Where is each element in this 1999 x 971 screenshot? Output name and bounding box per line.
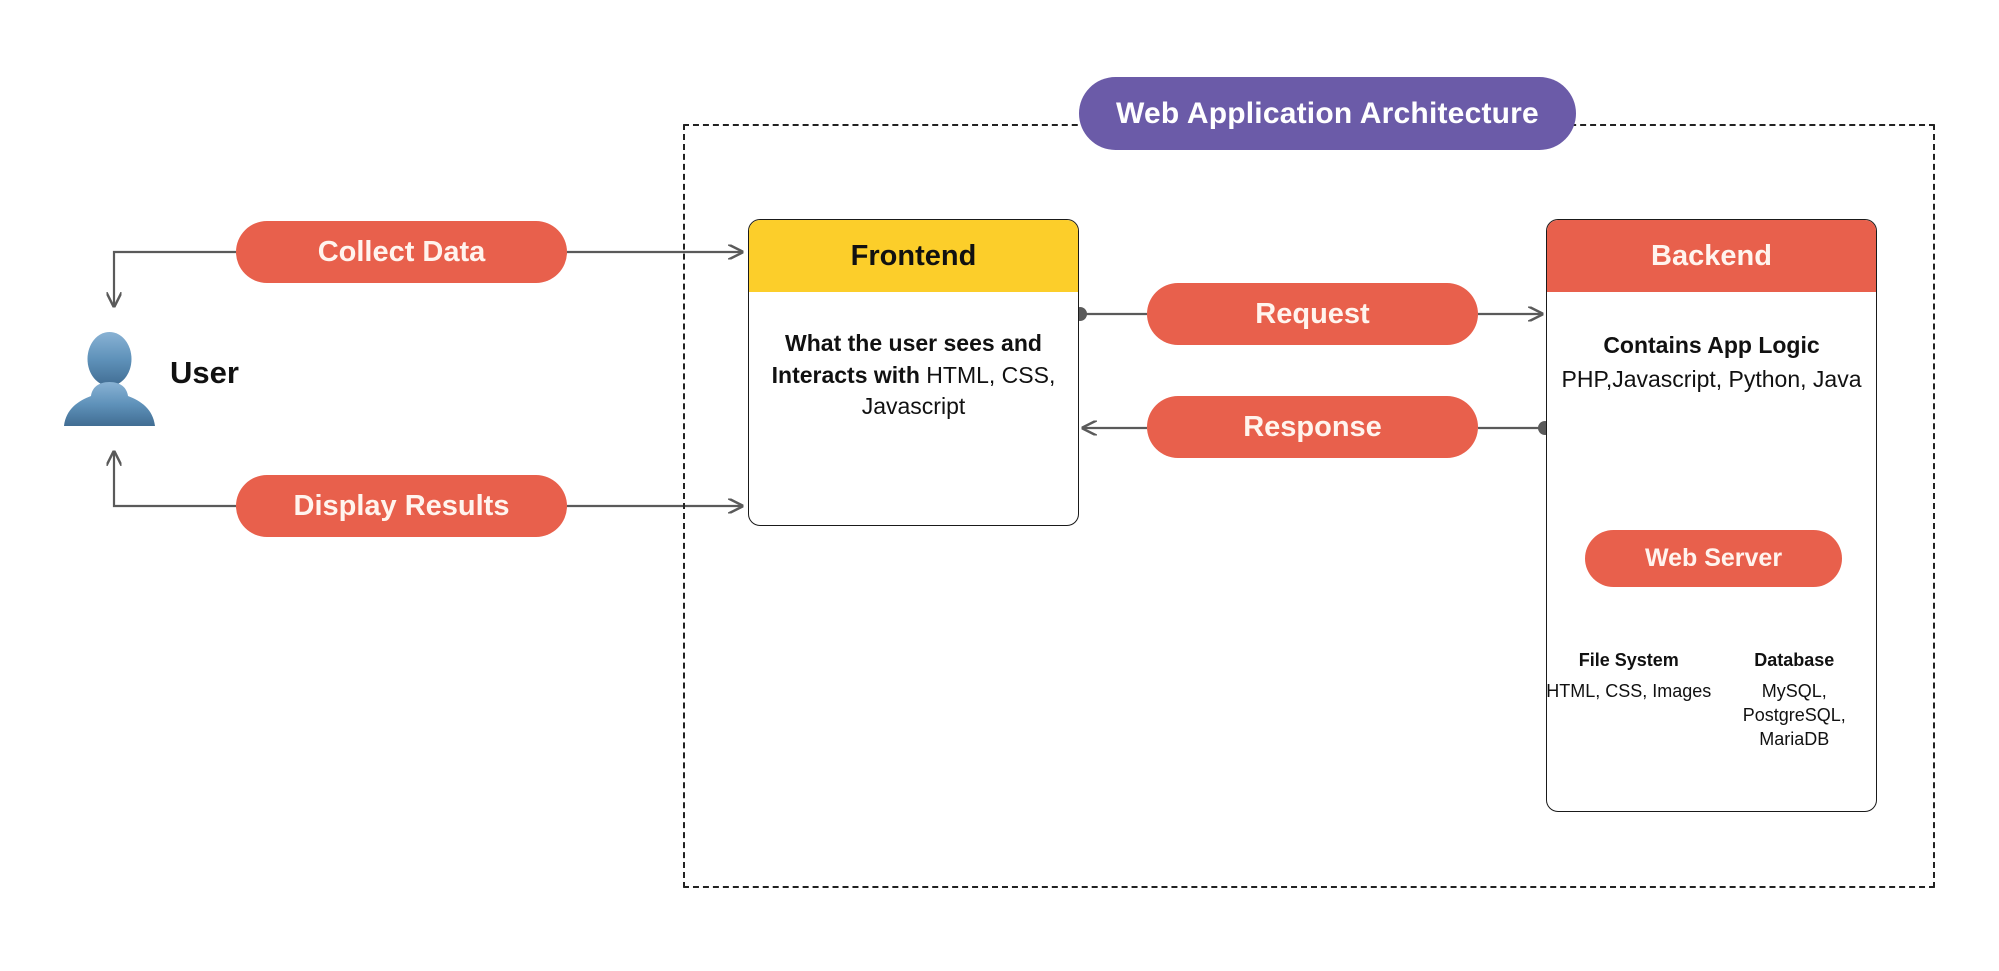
flow-pill-display-results[interactable]: Display Results <box>236 475 567 537</box>
flow-pill-response[interactable]: Response <box>1147 396 1478 458</box>
diagram-title-text: Web Application Architecture <box>1116 96 1539 130</box>
backend-node-header: Backend <box>1547 220 1876 292</box>
backend-body-normal: PHP,Javascript, Python, Java <box>1561 365 1862 392</box>
flow-pill-display-results-label: Display Results <box>293 489 510 522</box>
frontend-body-normal: HTML, CSS, Javascript <box>861 361 1056 420</box>
wire-display-to-user <box>114 452 236 508</box>
web-server-pill[interactable]: Web Server <box>1585 530 1842 587</box>
frontend-node-body: What the user sees and Interacts with HT… <box>749 328 1078 423</box>
wire-collect-to-user <box>114 250 236 306</box>
backend-subcolumns: File System HTML, CSS, Images Database M… <box>1546 650 1877 751</box>
flow-pill-request[interactable]: Request <box>1147 283 1478 345</box>
frontend-node-header: Frontend <box>749 220 1078 292</box>
user-label: User <box>170 355 239 390</box>
flow-pill-response-label: Response <box>1243 410 1382 443</box>
database-title: Database <box>1754 650 1835 670</box>
file-system-title: File System <box>1578 650 1679 670</box>
flow-pill-request-label: Request <box>1255 297 1370 330</box>
user-avatar-icon <box>64 332 155 426</box>
backend-column-file-system: File System HTML, CSS, Images <box>1546 650 1712 751</box>
diagram-title-badge: Web Application Architecture <box>1079 77 1576 150</box>
frontend-body-strong: What the user sees and Interacts with <box>771 330 1042 388</box>
database-text: MySQL, PostgreSQL, MariaDB <box>1742 681 1846 749</box>
backend-node-title: Backend <box>1651 239 1772 272</box>
frontend-node-title: Frontend <box>850 239 977 272</box>
flow-pill-collect-data[interactable]: Collect Data <box>236 221 567 283</box>
backend-column-database: Database MySQL, PostgreSQL, MariaDB <box>1712 650 1878 751</box>
frontend-node[interactable]: Frontend What the user sees and Interact… <box>748 219 1079 526</box>
flow-pill-collect-data-label: Collect Data <box>317 235 486 268</box>
web-server-pill-label: Web Server <box>1644 544 1783 572</box>
backend-body-strong: Contains App Logic <box>1603 332 1820 358</box>
file-system-text: HTML, CSS, Images <box>1546 681 1712 701</box>
